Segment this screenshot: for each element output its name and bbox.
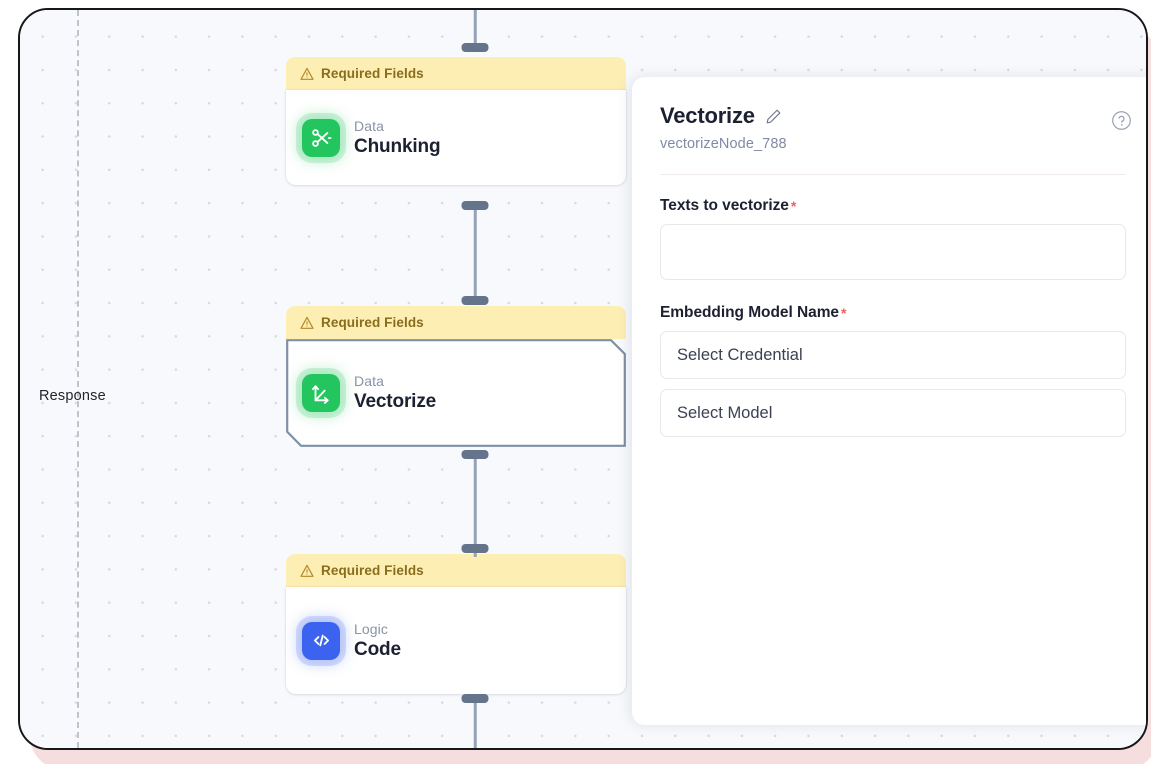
node-category: Logic (354, 620, 388, 637)
flow-node-chunking[interactable]: Required Fields Data Chu (286, 57, 626, 185)
node-warning-banner: Required Fields (286, 306, 626, 339)
select-credential-placeholder: Select Credential (677, 345, 803, 364)
field-label-text: Texts to vectorize (660, 197, 789, 214)
node-category: Data (354, 373, 384, 389)
warning-triangle-icon (300, 564, 314, 577)
node-category: Data (354, 117, 384, 134)
panel-title-row: Vectorize (660, 103, 1126, 129)
select-credential-dropdown[interactable]: Select Credential (660, 331, 1126, 379)
texts-to-vectorize-input[interactable] (660, 224, 1126, 280)
edge-vectorize-to-code (473, 453, 477, 557)
select-model-dropdown[interactable]: Select Model (660, 389, 1126, 437)
node-text: Data Vectorize (354, 373, 436, 413)
vector-axes-icon (302, 374, 340, 412)
field-label-embedding-model-name: Embedding Model Name* (660, 304, 1126, 322)
node-warning-label: Required Fields (321, 563, 424, 578)
node-warning-banner: Required Fields (286, 554, 626, 587)
code-brackets-icon (302, 621, 340, 660)
node-body[interactable]: Data Vectorize (286, 339, 626, 447)
panel-header: Vectorize vectorizeNode_788 (632, 77, 1146, 152)
edge-outgoing (473, 698, 477, 748)
question-circle-icon[interactable] (1111, 110, 1132, 131)
flow-node-code[interactable]: Required Fields Logic Code (286, 554, 626, 694)
edge-incoming (473, 10, 477, 48)
panel-body: Texts to vectorize* Embedding Model Name… (632, 175, 1146, 437)
node-properties-panel: Vectorize vectorizeNode_788 Texts to vec… (632, 77, 1146, 725)
handle-chunking-bottom[interactable] (461, 201, 489, 210)
lane-divider (77, 10, 79, 748)
required-marker: * (790, 198, 797, 214)
node-warning-label: Required Fields (321, 66, 424, 81)
panel-divider (660, 174, 1126, 175)
node-body[interactable]: Logic Code (286, 587, 626, 694)
warning-triangle-icon (300, 67, 314, 80)
node-body[interactable]: Data Chunking (286, 90, 626, 185)
node-text: Data Chunking (354, 117, 441, 158)
handle-code-top[interactable] (461, 544, 489, 553)
flow-node-vectorize[interactable]: Required Fields (286, 306, 626, 447)
scissors-icon (302, 118, 340, 157)
handle-code-bottom[interactable] (461, 694, 489, 703)
node-warning-banner: Required Fields (286, 57, 626, 90)
handle-vectorize-top[interactable] (461, 296, 489, 305)
select-model-placeholder: Select Model (677, 403, 773, 422)
pencil-icon[interactable] (765, 108, 782, 125)
node-title: Code (354, 638, 401, 660)
panel-title: Vectorize (660, 103, 755, 128)
edge-chunking-to-vectorize (473, 205, 477, 305)
panel-node-id: vectorizeNode_788 (660, 136, 787, 152)
field-label-texts-to-vectorize: Texts to vectorize* (660, 197, 1126, 215)
node-text: Logic Code (354, 621, 401, 661)
warning-triangle-icon (300, 316, 314, 329)
handle-chunking-top[interactable] (461, 43, 489, 52)
lane-label-response: Response (39, 388, 106, 404)
handle-vectorize-bottom[interactable] (461, 450, 489, 459)
device-frame: Response Required Fields (18, 8, 1148, 750)
field-label-text: Embedding Model Name (660, 304, 839, 321)
required-marker: * (841, 305, 847, 321)
node-warning-label: Required Fields (321, 315, 424, 330)
node-title: Chunking (354, 135, 441, 157)
node-title: Vectorize (354, 391, 437, 412)
